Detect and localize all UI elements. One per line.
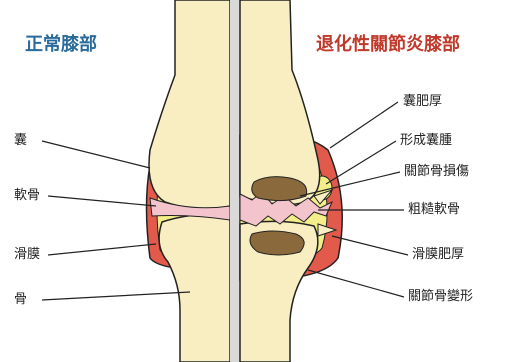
normal-knee xyxy=(147,0,231,362)
label-synovium-thickened: 滑膜肥厚 xyxy=(412,248,464,261)
leader-cartilage xyxy=(48,196,156,206)
label-cartilage: 軟骨 xyxy=(14,189,40,202)
leader-synovium xyxy=(48,244,156,255)
leader-bone xyxy=(42,292,190,300)
title-normal: 正常膝部 xyxy=(25,36,97,54)
leader-cyst xyxy=(326,141,396,184)
leader-capsule xyxy=(42,141,150,168)
leader-synovium-thickened xyxy=(332,236,408,255)
label-synovium: 滑膜 xyxy=(14,248,40,261)
panel-divider xyxy=(230,0,240,362)
tibia-lesion xyxy=(250,231,304,255)
leader-bone-deformity xyxy=(308,270,404,297)
arthritic-femur xyxy=(240,0,320,204)
femur-lesion xyxy=(252,177,307,201)
label-rough-cartilage: 粗糙軟骨 xyxy=(408,203,460,216)
label-capsule-thickened: 囊肥厚 xyxy=(403,95,442,108)
label-bone: 骨 xyxy=(14,293,27,306)
label-cyst: 形成囊腫 xyxy=(400,134,452,147)
normal-femur xyxy=(149,0,230,209)
label-capsule: 囊 xyxy=(14,134,27,147)
title-arthritis: 退化性關節炎膝部 xyxy=(316,36,460,54)
normal-tibia xyxy=(159,215,230,362)
label-bone-damage: 關節骨損傷 xyxy=(404,165,469,178)
leader-capsule-thickened xyxy=(330,102,398,148)
label-bone-deformity: 關節骨變形 xyxy=(408,290,473,303)
